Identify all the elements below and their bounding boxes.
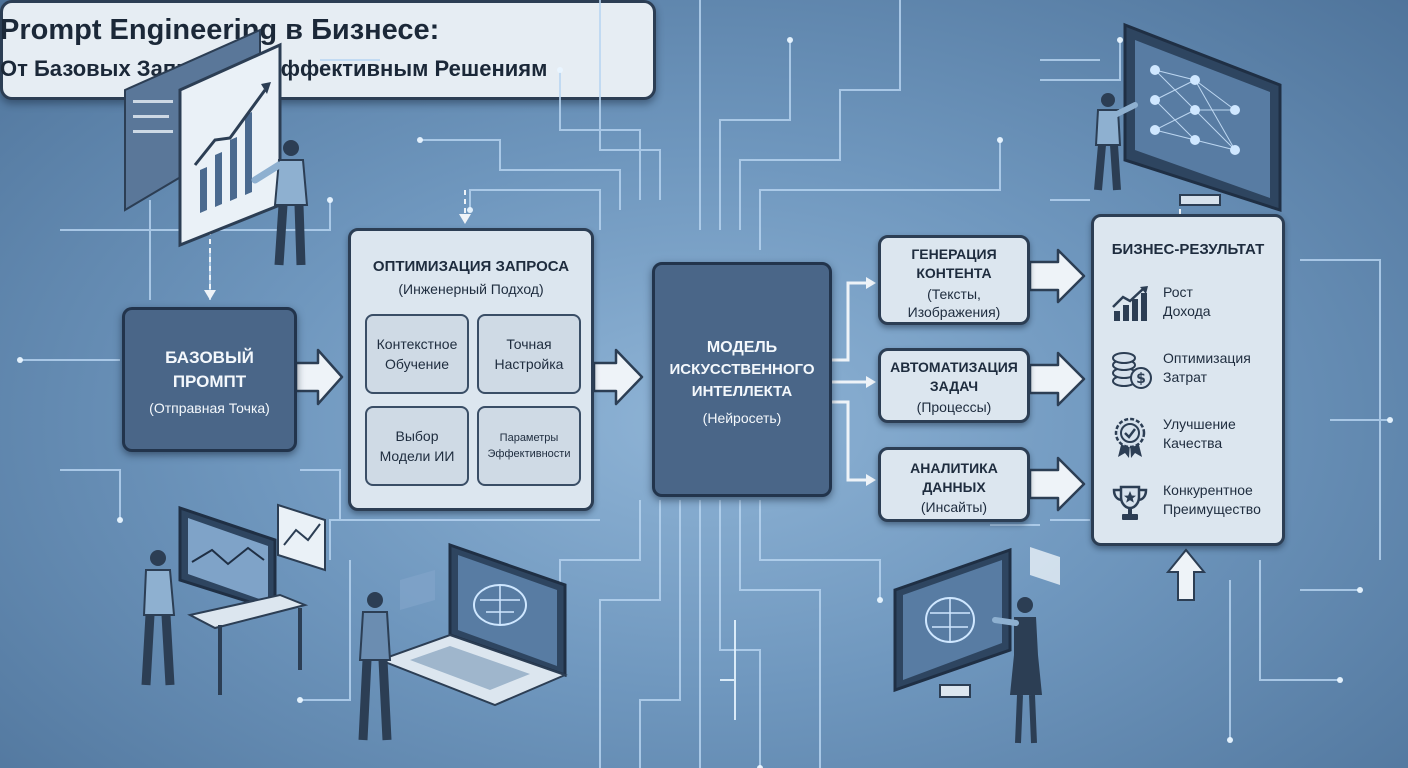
output-line-2: КОНТЕНТА (916, 265, 992, 281)
optimization-title: ОПТИМИЗАЦИЯ ЗАПРОСА (372, 258, 570, 275)
output-sub-2: Изображения) (907, 304, 1001, 320)
quality-badge-icon (1114, 417, 1146, 458)
cell-line-1: Точная (506, 336, 552, 352)
neural-network-scene (1094, 22, 1282, 213)
cell-line-1: Параметры (499, 432, 559, 444)
laptop-scene (358, 542, 568, 741)
cell-line-1: Выбор (395, 428, 439, 444)
result-title: БИЗНЕС-РЕЗУЛЬТАТ (1111, 241, 1265, 258)
output-line-1: ГЕНЕРАЦИЯ (911, 246, 997, 262)
coins-icon: $ (1112, 352, 1152, 389)
cell-line-1: Контекстное (376, 336, 458, 352)
svg-text:$: $ (1136, 371, 1146, 387)
result-line-1: Конкурентное (1163, 482, 1253, 498)
cell-line-2: Модели ИИ (379, 448, 455, 464)
ai-model-box: МОДЕЛЬ ИСКУССТВЕННОГО ИНТЕЛЛЕКТА (Нейрос… (652, 262, 832, 497)
base-prompt-subtitle: (Отправная Точка) (149, 400, 270, 416)
desk-scene (141, 503, 326, 695)
arrow-up-to-result (1165, 548, 1207, 601)
output-line-2: ДАННЫХ (922, 479, 986, 495)
arrow-content-to-result (1028, 248, 1086, 304)
brain-monitor-scene (893, 547, 1060, 744)
output-data-analytics: АНАЛИТИКА ДАННЫХ (Инсайты) (878, 447, 1030, 522)
optimization-box: ОПТИМИЗАЦИЯ ЗАПРОСА (Инженерный Подход) … (348, 228, 594, 511)
title-banner: Prompt Engineering в Бизнесе: От Базовых… (0, 0, 656, 100)
base-prompt-line-2: ПРОМПТ (172, 372, 247, 391)
result-line-2: Дохода (1163, 303, 1211, 319)
output-content-generation: ГЕНЕРАЦИЯ КОНТЕНТА (Тексты, Изображения) (878, 235, 1030, 325)
arrow-optimization-to-model (592, 348, 644, 406)
result-line-1: Рост (1163, 284, 1193, 300)
base-prompt-line-1: БАЗОВЫЙ (165, 348, 254, 367)
base-prompt-box: БАЗОВЫЙ ПРОМПТ (Отправная Точка) (122, 307, 297, 452)
output-line-1: АВТОМАТИЗАЦИЯ (890, 359, 1018, 375)
output-sub-1: (Тексты, (927, 286, 981, 302)
model-line-3: ИНТЕЛЛЕКТА (691, 383, 793, 400)
arrow-base-to-optimization (294, 348, 344, 406)
result-line-2: Преимущество (1163, 501, 1261, 517)
output-line-2: ЗАДАЧ (929, 378, 979, 394)
result-line-1: Оптимизация (1163, 350, 1251, 366)
output-sub-1: (Процессы) (916, 399, 992, 415)
optimization-subtitle: (Инженерный Подход) (398, 281, 544, 297)
cell-line-2: Эффективности (487, 448, 571, 460)
output-sub-1: (Инсайты) (920, 499, 988, 515)
model-line-2: ИСКУССТВЕННОГО (669, 361, 815, 378)
growth-chart-icon (1112, 286, 1148, 321)
result-line-2: Затрат (1163, 369, 1208, 385)
arrow-automation-to-result (1028, 351, 1086, 407)
cell-line-2: Настройка (494, 356, 564, 372)
output-line-1: АНАЛИТИКА (910, 460, 998, 476)
result-line-1: Улучшение (1163, 416, 1236, 432)
result-line-2: Качества (1163, 435, 1223, 451)
model-subtitle: (Нейросеть) (702, 410, 782, 426)
trophy-icon (1112, 485, 1148, 520)
cell-line-2: Обучение (384, 356, 450, 372)
presentation-scene (124, 28, 309, 266)
title-line-1: Prompt Engineering в Бизнесе: (0, 14, 440, 46)
model-line-1: МОДЕЛЬ (706, 339, 778, 356)
arrow-analytics-to-result (1028, 456, 1086, 512)
output-task-automation: АВТОМАТИЗАЦИЯ ЗАДАЧ (Процессы) (878, 348, 1030, 423)
